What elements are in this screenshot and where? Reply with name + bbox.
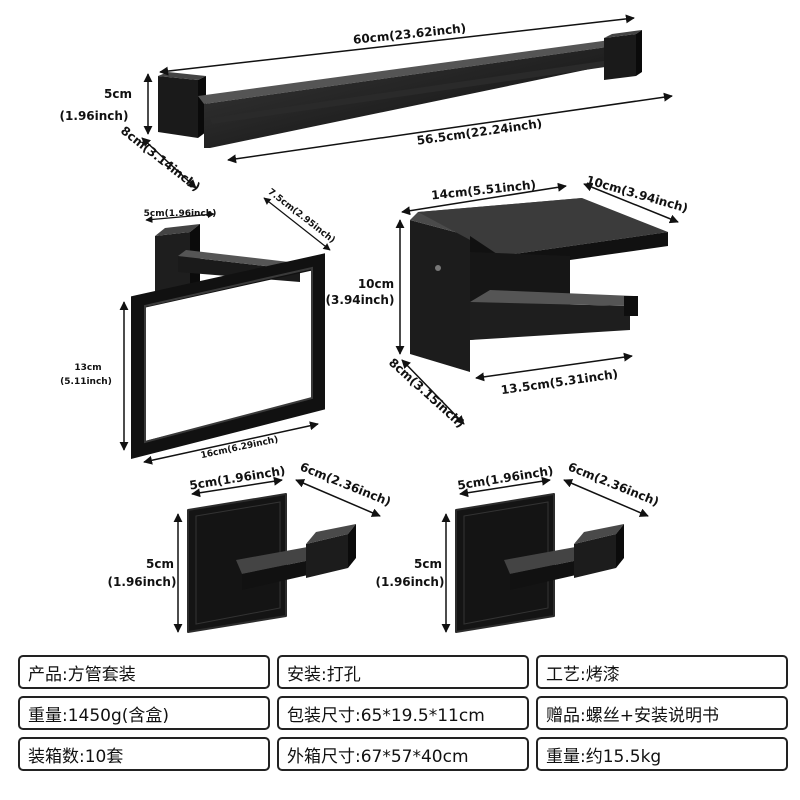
towel-ring-height-label: 13cm [74, 363, 101, 373]
spec-accessories: 赠品:螺丝+安装说明书 [536, 696, 788, 730]
spec-installation: 安装:打孔 [277, 655, 529, 689]
spec-product: 产品:方管套装 [18, 655, 270, 689]
robe-hook-left-height-inch-label: (1.96inch) [108, 575, 177, 589]
spec-carton-size: 外箱尺寸:67*57*40cm [277, 737, 529, 771]
paper-holder-height-inch-label: (3.94inch) [326, 293, 395, 307]
spec-carton-quantity: 装箱数:10套 [18, 737, 270, 771]
towel-ring-height-inch-label: (5.11inch) [60, 377, 112, 387]
towel-ring-width-label: 16cm(6.29inch) [200, 435, 279, 461]
towel-ring [131, 224, 325, 460]
robe-hook-left [187, 493, 356, 633]
robe-hook-right-height-label: 5cm [414, 557, 442, 571]
spec-weight: 重量:1450g(含盒) [18, 696, 270, 730]
towel-bar-height-inch-label: (1.96inch) [60, 109, 129, 123]
paper-holder-height-label: 10cm [358, 277, 394, 291]
spec-carton-weight: 重量:约15.5kg [536, 737, 788, 771]
paper-holder [410, 198, 668, 372]
robe-hook-left-width-label: 5cm(1.96inch) [188, 464, 286, 493]
robe-hook-right-width-label: 5cm(1.96inch) [456, 464, 554, 493]
towel-ring-depth-label: 7.5cm(2.95inch) [266, 187, 337, 246]
robe-hook-right-height-inch-label: (1.96inch) [376, 575, 445, 589]
spec-table: 产品:方管套装 安装:打孔 工艺:烤漆 重量:1450g(含盒) 包装尺寸:65… [18, 655, 788, 771]
robe-hook-left-height-label: 5cm [146, 557, 174, 571]
product-illustration: 60cm(23.62inch) 5cm (1.96inch) 8cm(3.14i… [60, 14, 690, 633]
towel-ring-base-label: 5cm(1.96inch) [144, 209, 217, 219]
spec-package-size: 包装尺寸:65*19.5*11cm [277, 696, 529, 730]
towel-bar [158, 30, 642, 148]
towel-bar-height-label: 5cm [104, 87, 132, 101]
spec-finish: 工艺:烤漆 [536, 655, 788, 689]
towel-bar-inner-length-label: 56.5cm(22.24inch) [416, 116, 543, 147]
robe-hook-right [455, 493, 624, 633]
